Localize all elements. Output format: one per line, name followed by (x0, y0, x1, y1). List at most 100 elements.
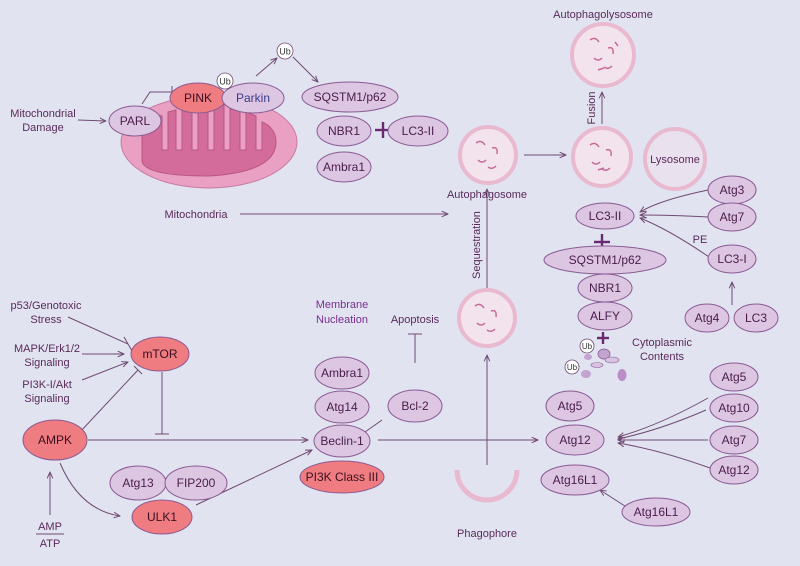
node-label: LC3 (745, 311, 767, 325)
node-label: Atg14 (326, 400, 358, 414)
autophagosome-vesicle-right (571, 126, 633, 188)
ub-badge-icon: Ub (216, 72, 234, 90)
node-label: ULK1 (147, 510, 177, 524)
node-atg4: Atg4 (684, 303, 730, 333)
lysosome-vesicle (643, 127, 707, 191)
sequestration-vesicle (457, 288, 517, 348)
mitochondria-label: Mitochondria (165, 209, 229, 221)
atp-label: ATP (40, 538, 61, 550)
pi3k-akt-label-2: Signaling (24, 393, 69, 405)
node-ampk: AMPK (22, 419, 88, 461)
membrane-nucleation-label: Membrane (316, 299, 369, 311)
mapk-label-2: Signaling (24, 357, 69, 369)
node-atg3: Atg3 (707, 175, 757, 205)
node-parkin: Parkin (221, 82, 285, 114)
node-label: PARL (120, 114, 151, 128)
node-sqstm1-top: SQSTM1/p62 (301, 81, 399, 113)
cytoplasmic-particles (581, 348, 627, 381)
ub-label: Ub (279, 47, 291, 57)
node-label: Atg12 (559, 433, 591, 447)
node-beclin1: Beclin-1 (313, 424, 371, 458)
node-sqstm1-mid: SQSTM1/p62 (543, 245, 667, 275)
node-label: mTOR (142, 347, 177, 361)
node-atg14: Atg14 (314, 390, 370, 424)
node-lc3: LC3 (733, 303, 779, 333)
mito-damage-label-2: Damage (22, 122, 64, 134)
node-atg7-right: Atg7 (707, 202, 757, 232)
node-atg12-r: Atg12 (709, 455, 759, 485)
node-atg16l1-r: Atg16L1 (621, 497, 691, 527)
node-label: AMPK (38, 433, 72, 447)
node-mtor: mTOR (130, 336, 190, 372)
autophagolysosome-label: Autophagolysosome (553, 9, 653, 21)
node-atg5-r: Atg5 (709, 362, 759, 392)
node-label: PI3K Class III (306, 470, 379, 484)
ub-badge-icon: Ub (579, 338, 595, 354)
node-atg10-r: Atg10 (709, 393, 759, 423)
node-label: Atg12 (718, 463, 750, 477)
node-label: Atg7 (722, 433, 747, 447)
node-label: SQSTM1/p62 (314, 90, 387, 104)
node-ambra1-mid: Ambra1 (314, 356, 370, 390)
node-lc3ii-top: LC3-II (387, 115, 449, 147)
autophagolysosome-vesicle (570, 22, 636, 88)
pe-label: PE (693, 234, 708, 246)
ub-badge-icon: Ub (276, 42, 294, 60)
node-label: ALFY (590, 309, 620, 323)
node-nbr1-mid: NBR1 (577, 273, 633, 303)
node-nbr1-top: NBR1 (316, 115, 372, 147)
node-label: Atg7 (720, 210, 745, 224)
ub-label: Ub (582, 342, 593, 351)
fusion-label: Fusion (586, 91, 598, 124)
node-lc3i: LC3-I (707, 244, 757, 274)
node-label: Atg5 (558, 399, 583, 413)
node-ulk1: ULK1 (131, 499, 193, 535)
amp-label: AMP (38, 521, 62, 533)
cytoplasmic-contents-label-2: Contents (640, 351, 685, 363)
node-atg16l1-mid: Atg16L1 (540, 464, 610, 496)
node-label: NBR1 (589, 281, 621, 295)
phagophore-label: Phagophore (457, 528, 517, 540)
ub-label: Ub (567, 363, 578, 372)
phagophore-arc (454, 469, 520, 503)
connectors (50, 56, 732, 516)
node-label: Beclin-1 (320, 434, 364, 448)
node-label: PINK (184, 91, 212, 105)
node-label: Atg5 (722, 370, 747, 384)
node-label: Parkin (236, 91, 270, 105)
apoptosis-label: Apoptosis (391, 314, 440, 326)
node-label: LC3-II (402, 124, 435, 138)
mito-damage-label: Mitochondrial (10, 108, 75, 120)
node-label: LC3-I (717, 252, 746, 266)
p53-label-2: Stress (30, 314, 62, 326)
node-lc3ii-mid: LC3-II (575, 202, 635, 230)
node-label: Atg16L1 (634, 505, 679, 519)
node-alfy: ALFY (577, 301, 633, 331)
node-atg13: Atg13 (109, 465, 167, 501)
node-bcl2: Bcl-2 (387, 389, 443, 423)
node-atg12-mid: Atg12 (545, 424, 605, 456)
node-label: SQSTM1/p62 (569, 253, 642, 267)
node-label: Bcl-2 (401, 399, 429, 413)
ub-badge-icon: Ub (564, 359, 580, 375)
node-pi3k3: PI3K Class III (299, 460, 385, 494)
node-label: NBR1 (328, 124, 360, 138)
node-label: Atg3 (720, 183, 745, 197)
node-label: Atg13 (122, 476, 154, 490)
pi3k-akt-label: PI3K-I/Akt (22, 379, 72, 391)
node-parl: PARL (108, 105, 162, 137)
autophagosome-vesicle-left (458, 125, 518, 185)
node-label: Atg16L1 (553, 473, 598, 487)
autophagosome-label: Autophagosome (447, 189, 527, 201)
p53-label: p53/Genotoxic (11, 300, 82, 312)
cytoplasmic-contents-label: Cytoplasmic (632, 337, 692, 349)
node-ambra1-top: Ambra1 (316, 151, 372, 183)
node-label: FIP200 (177, 476, 216, 490)
node-pink: PINK (169, 82, 227, 114)
node-atg5-mid: Atg5 (545, 390, 595, 422)
node-label: Ambra1 (323, 160, 365, 174)
plus-icon (597, 332, 609, 344)
